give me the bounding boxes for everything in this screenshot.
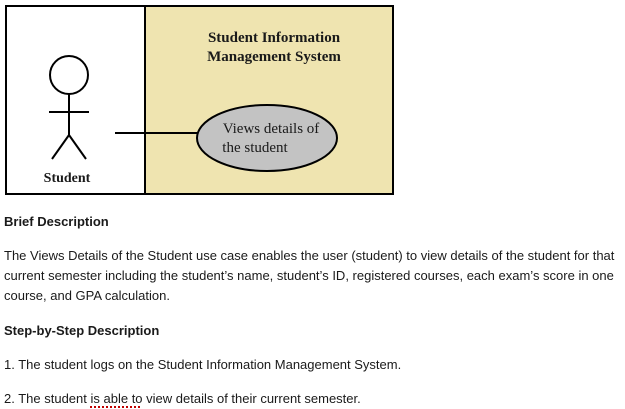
step-2-text-before: 2. The student: [4, 391, 91, 406]
system-title-line1: Student Information: [208, 30, 341, 46]
system-title-line2: Management System: [207, 49, 341, 65]
use-case-label-line1: Views details of: [223, 121, 320, 137]
brief-description-body: The Views Details of the Student use cas…: [4, 248, 615, 303]
step-2: 2. The student is able to view details o…: [4, 389, 622, 409]
use-case-diagram: Student Information Management System St…: [5, 5, 394, 195]
brief-description-heading: Brief Description: [4, 214, 109, 229]
actor-label: Student: [44, 171, 91, 186]
actor-stick-figure-icon: [49, 55, 89, 160]
use-case-label-line2: the student: [222, 140, 288, 156]
step-2-text-after: view details of their current semester.: [142, 391, 361, 406]
step-1: 1. The student logs on the Student Infor…: [4, 357, 402, 372]
use-case-ellipse: [196, 104, 338, 172]
steps-heading: Step-by-Step Description: [4, 323, 160, 338]
step-2-grammar-marked-text[interactable]: is able to: [90, 391, 143, 406]
